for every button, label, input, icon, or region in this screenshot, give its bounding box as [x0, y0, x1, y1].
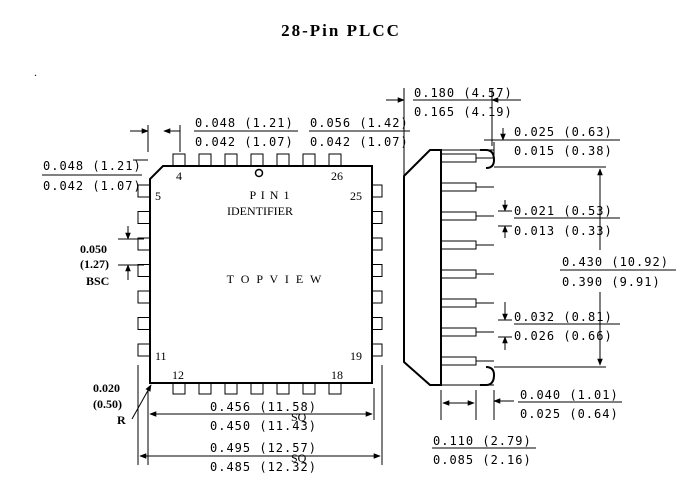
overall-width-sq: SQ [291, 451, 307, 465]
pad-top [302, 153, 316, 167]
span-min: 0.390 (9.91) [562, 275, 661, 289]
dim-span: 0.430 (10.92) 0.390 (9.91) [494, 166, 676, 368]
side-lead [441, 153, 477, 163]
pad-bottom [172, 382, 186, 395]
overall-width-min: 0.485 (12.32) [210, 460, 317, 474]
corner-chamfer-min: 0.042 (1.07) [310, 135, 409, 149]
pin-label-4: 4 [176, 169, 182, 183]
standoff-min: 0.025 (0.64) [520, 407, 619, 421]
pad-bottom [198, 382, 212, 395]
drawing-title: 28-Pin PLCC [281, 21, 401, 40]
pad-bottom [328, 382, 342, 395]
lead-thickness-min: 0.015 (0.38) [514, 144, 613, 158]
side-lead [441, 298, 477, 308]
dim-seating: 0.110 (2.79) 0.085 (2.16) [432, 390, 536, 467]
dim-corner-chamfer: 0.056 (1.42) 0.042 (1.07) [309, 116, 410, 149]
side-lead [441, 356, 477, 366]
pad-left [137, 317, 151, 330]
pin-label-26: 26 [331, 169, 343, 183]
radius-r: R [117, 413, 126, 427]
corner-chamfer-max: 0.056 (1.42) [310, 116, 409, 130]
dim-overall-width: 0.495 (12.57) SQ 0.485 (12.32) [137, 365, 383, 474]
pin-label-19: 19 [350, 349, 362, 363]
pad-right [371, 184, 383, 198]
pin1-identifier-dot [254, 168, 264, 178]
standoff-max: 0.040 (1.01) [520, 388, 619, 402]
pad-right [371, 343, 383, 357]
lead-thickness-max: 0.025 (0.63) [514, 125, 613, 139]
dim-height: 0.180 (4.57) 0.165 (4.19) [386, 86, 521, 176]
overall-width-max: 0.495 (12.57) [210, 441, 317, 455]
side-lead [441, 211, 477, 221]
pad-top [250, 153, 264, 167]
dim-pad-width-left: 0.048 (1.21) 0.042 (1.07) [42, 159, 148, 193]
pad-width-top-min: 0.042 (1.07) [195, 135, 294, 149]
pad-width-top-max: 0.048 (1.21) [195, 116, 294, 130]
package-body-outline [149, 165, 373, 384]
stray-mark: . [34, 65, 37, 79]
lead-width-lower-min: 0.013 (0.33) [514, 224, 613, 238]
dim-standoff: 0.040 (1.01) 0.025 (0.64) [475, 388, 622, 421]
pin-label-11: 11 [155, 349, 167, 363]
pad-left [137, 343, 151, 357]
side-lead [441, 182, 477, 192]
pad-left [137, 211, 151, 224]
pitch-mm: (1.27) [80, 257, 109, 271]
dim-lead-width-lower: 0.021 (0.53) 0.013 (0.33) [498, 200, 620, 238]
pad-right [371, 211, 383, 224]
pin1-identifier-label-2: IDENTIFIER [227, 204, 293, 218]
dim-lead-width-upper: 0.032 (0.81) 0.026 (0.66) [498, 302, 620, 350]
pin-label-5: 5 [155, 189, 161, 203]
pad-top [172, 153, 186, 167]
pad-bottom [276, 382, 290, 395]
pad-bottom [224, 382, 238, 395]
body-width-min: 0.450 (11.43) [210, 419, 317, 433]
lead-group [441, 153, 494, 366]
pad-width-left-min: 0.042 (1.07) [43, 179, 142, 193]
pad-left [137, 290, 151, 304]
pitch-bsc: BSC [86, 274, 109, 288]
pin1-identifier-label-1: P I N 1 [250, 188, 291, 202]
pin-label-12: 12 [172, 368, 184, 382]
side-lead [441, 269, 477, 279]
pad-right [371, 264, 383, 277]
pad-top [224, 153, 238, 167]
radius-value: 0.020 [93, 381, 120, 395]
pad-right [371, 290, 383, 304]
pad-width-left-max: 0.048 (1.21) [43, 159, 142, 173]
seating-min: 0.085 (2.16) [433, 453, 532, 467]
lead-width-upper-max: 0.032 (0.81) [514, 310, 613, 324]
pad-top [198, 153, 212, 167]
dim-pad-width-top: 0.048 (1.21) 0.042 (1.07) [130, 116, 298, 152]
top-view-label: T O P V I E W [227, 272, 324, 286]
lead-width-lower-max: 0.021 (0.53) [514, 204, 613, 218]
pad-left [137, 264, 151, 277]
seating-max: 0.110 (2.79) [433, 434, 532, 448]
radius-mm: (0.50) [93, 397, 122, 411]
span-max: 0.430 (10.92) [562, 255, 669, 269]
side-lead [441, 240, 477, 250]
top-view: 4 26 5 25 11 19 12 18 P I N 1 IDENTIFIER… [80, 153, 383, 427]
pin-label-25: 25 [350, 189, 362, 203]
pitch-value: 0.050 [80, 242, 107, 256]
pad-right [371, 237, 383, 251]
pad-bottom [250, 382, 264, 395]
dim-lead-thickness: 0.025 (0.63) 0.015 (0.38) [484, 125, 620, 158]
pad-left [137, 237, 151, 251]
pad-right [371, 317, 383, 330]
height-min: 0.165 (4.19) [414, 105, 513, 119]
dim-body-width: 0.456 (11.58) SQ 0.450 (11.43) [147, 388, 375, 465]
lead-width-upper-min: 0.026 (0.66) [514, 329, 613, 343]
body-width-sq: SQ [291, 410, 307, 424]
body-width-max: 0.456 (11.58) [210, 400, 317, 414]
pad-bottom [302, 382, 316, 395]
side-lead [441, 327, 477, 337]
side-view [403, 142, 496, 386]
pad-top [328, 153, 342, 167]
height-max: 0.180 (4.57) [414, 86, 513, 100]
pad-top [276, 153, 290, 167]
pin-label-18: 18 [331, 368, 343, 382]
